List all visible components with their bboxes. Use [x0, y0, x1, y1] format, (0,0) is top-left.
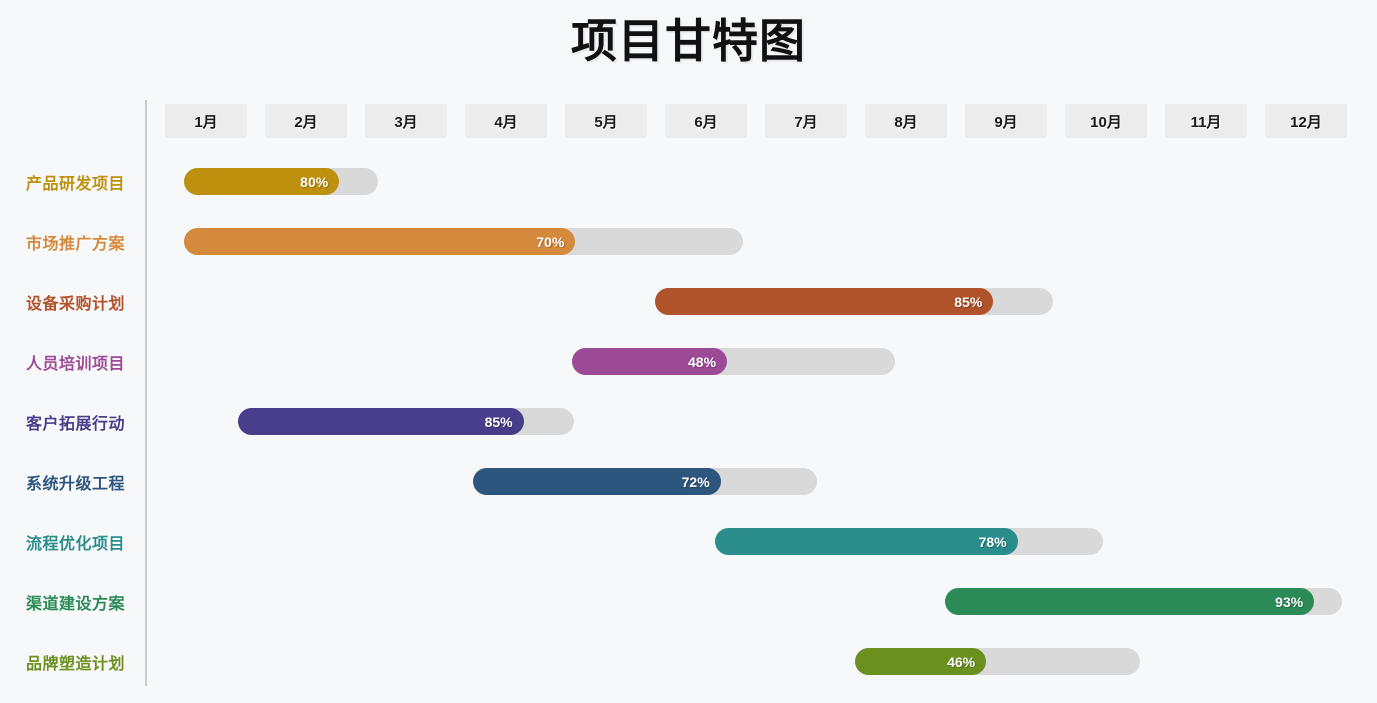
gantt-row: 设备采购计划 85% [0, 272, 1377, 332]
task-bar-progress[interactable]: 78% [715, 528, 1018, 555]
gantt-row: 品牌塑造计划 46% [0, 632, 1377, 692]
month-header-4[interactable]: 4月 [465, 104, 547, 138]
task-bar-track[interactable]: 46% [855, 648, 1140, 675]
gantt-row: 流程优化项目 78% [0, 512, 1377, 572]
month-header-6[interactable]: 6月 [665, 104, 747, 138]
task-label-6: 系统升级工程 [25, 476, 125, 493]
task-bar-track[interactable]: 85% [655, 288, 1053, 315]
task-label-3: 设备采购计划 [25, 296, 125, 313]
month-header-12[interactable]: 12月 [1265, 104, 1347, 138]
month-header-2[interactable]: 2月 [265, 104, 347, 138]
task-bar-progress[interactable]: 72% [473, 468, 721, 495]
page-title: 项目甘特图 [571, 15, 806, 67]
gantt-row: 渠道建设方案 93% [0, 572, 1377, 632]
axis-divider [145, 100, 147, 686]
gantt-row: 市场推广方案 70% [0, 212, 1377, 272]
task-bar-track[interactable]: 80% [184, 168, 378, 195]
task-bar-track[interactable]: 85% [238, 408, 574, 435]
month-header-3[interactable]: 3月 [365, 104, 447, 138]
gantt-row: 人员培训项目 48% [0, 332, 1377, 392]
month-header-11[interactable]: 11月 [1165, 104, 1247, 138]
task-label-2: 市场推广方案 [25, 236, 125, 253]
task-bar-progress[interactable]: 70% [184, 228, 576, 255]
task-label-7: 流程优化项目 [25, 536, 125, 553]
gantt-row: 产品研发项目 80% [0, 152, 1377, 212]
month-header-5[interactable]: 5月 [565, 104, 647, 138]
task-bar-track[interactable]: 70% [184, 228, 743, 255]
task-bar-progress[interactable]: 85% [655, 288, 994, 315]
gantt-row: 客户拓展行动 85% [0, 392, 1377, 452]
month-header-8[interactable]: 8月 [865, 104, 947, 138]
task-bar-track[interactable]: 93% [945, 588, 1342, 615]
task-bar-track[interactable]: 78% [715, 528, 1103, 555]
month-header-1[interactable]: 1月 [165, 104, 247, 138]
month-header-10[interactable]: 10月 [1065, 104, 1147, 138]
task-bar-progress[interactable]: 93% [945, 588, 1315, 615]
task-bar-progress[interactable]: 46% [855, 648, 987, 675]
task-label-8: 渠道建设方案 [25, 596, 125, 613]
task-label-4: 人员培训项目 [25, 356, 125, 373]
task-bar-track[interactable]: 72% [473, 468, 817, 495]
task-bar-progress[interactable]: 48% [572, 348, 728, 375]
task-label-5: 客户拓展行动 [25, 416, 125, 433]
gantt-row: 系统升级工程 72% [0, 452, 1377, 512]
task-bar-progress[interactable]: 80% [184, 168, 340, 195]
task-bar-progress[interactable]: 85% [238, 408, 524, 435]
task-label-9: 品牌塑造计划 [25, 656, 125, 673]
month-header-9[interactable]: 9月 [965, 104, 1047, 138]
task-bar-track[interactable]: 48% [572, 348, 895, 375]
task-label-1: 产品研发项目 [25, 176, 125, 193]
month-header-7[interactable]: 7月 [765, 104, 847, 138]
